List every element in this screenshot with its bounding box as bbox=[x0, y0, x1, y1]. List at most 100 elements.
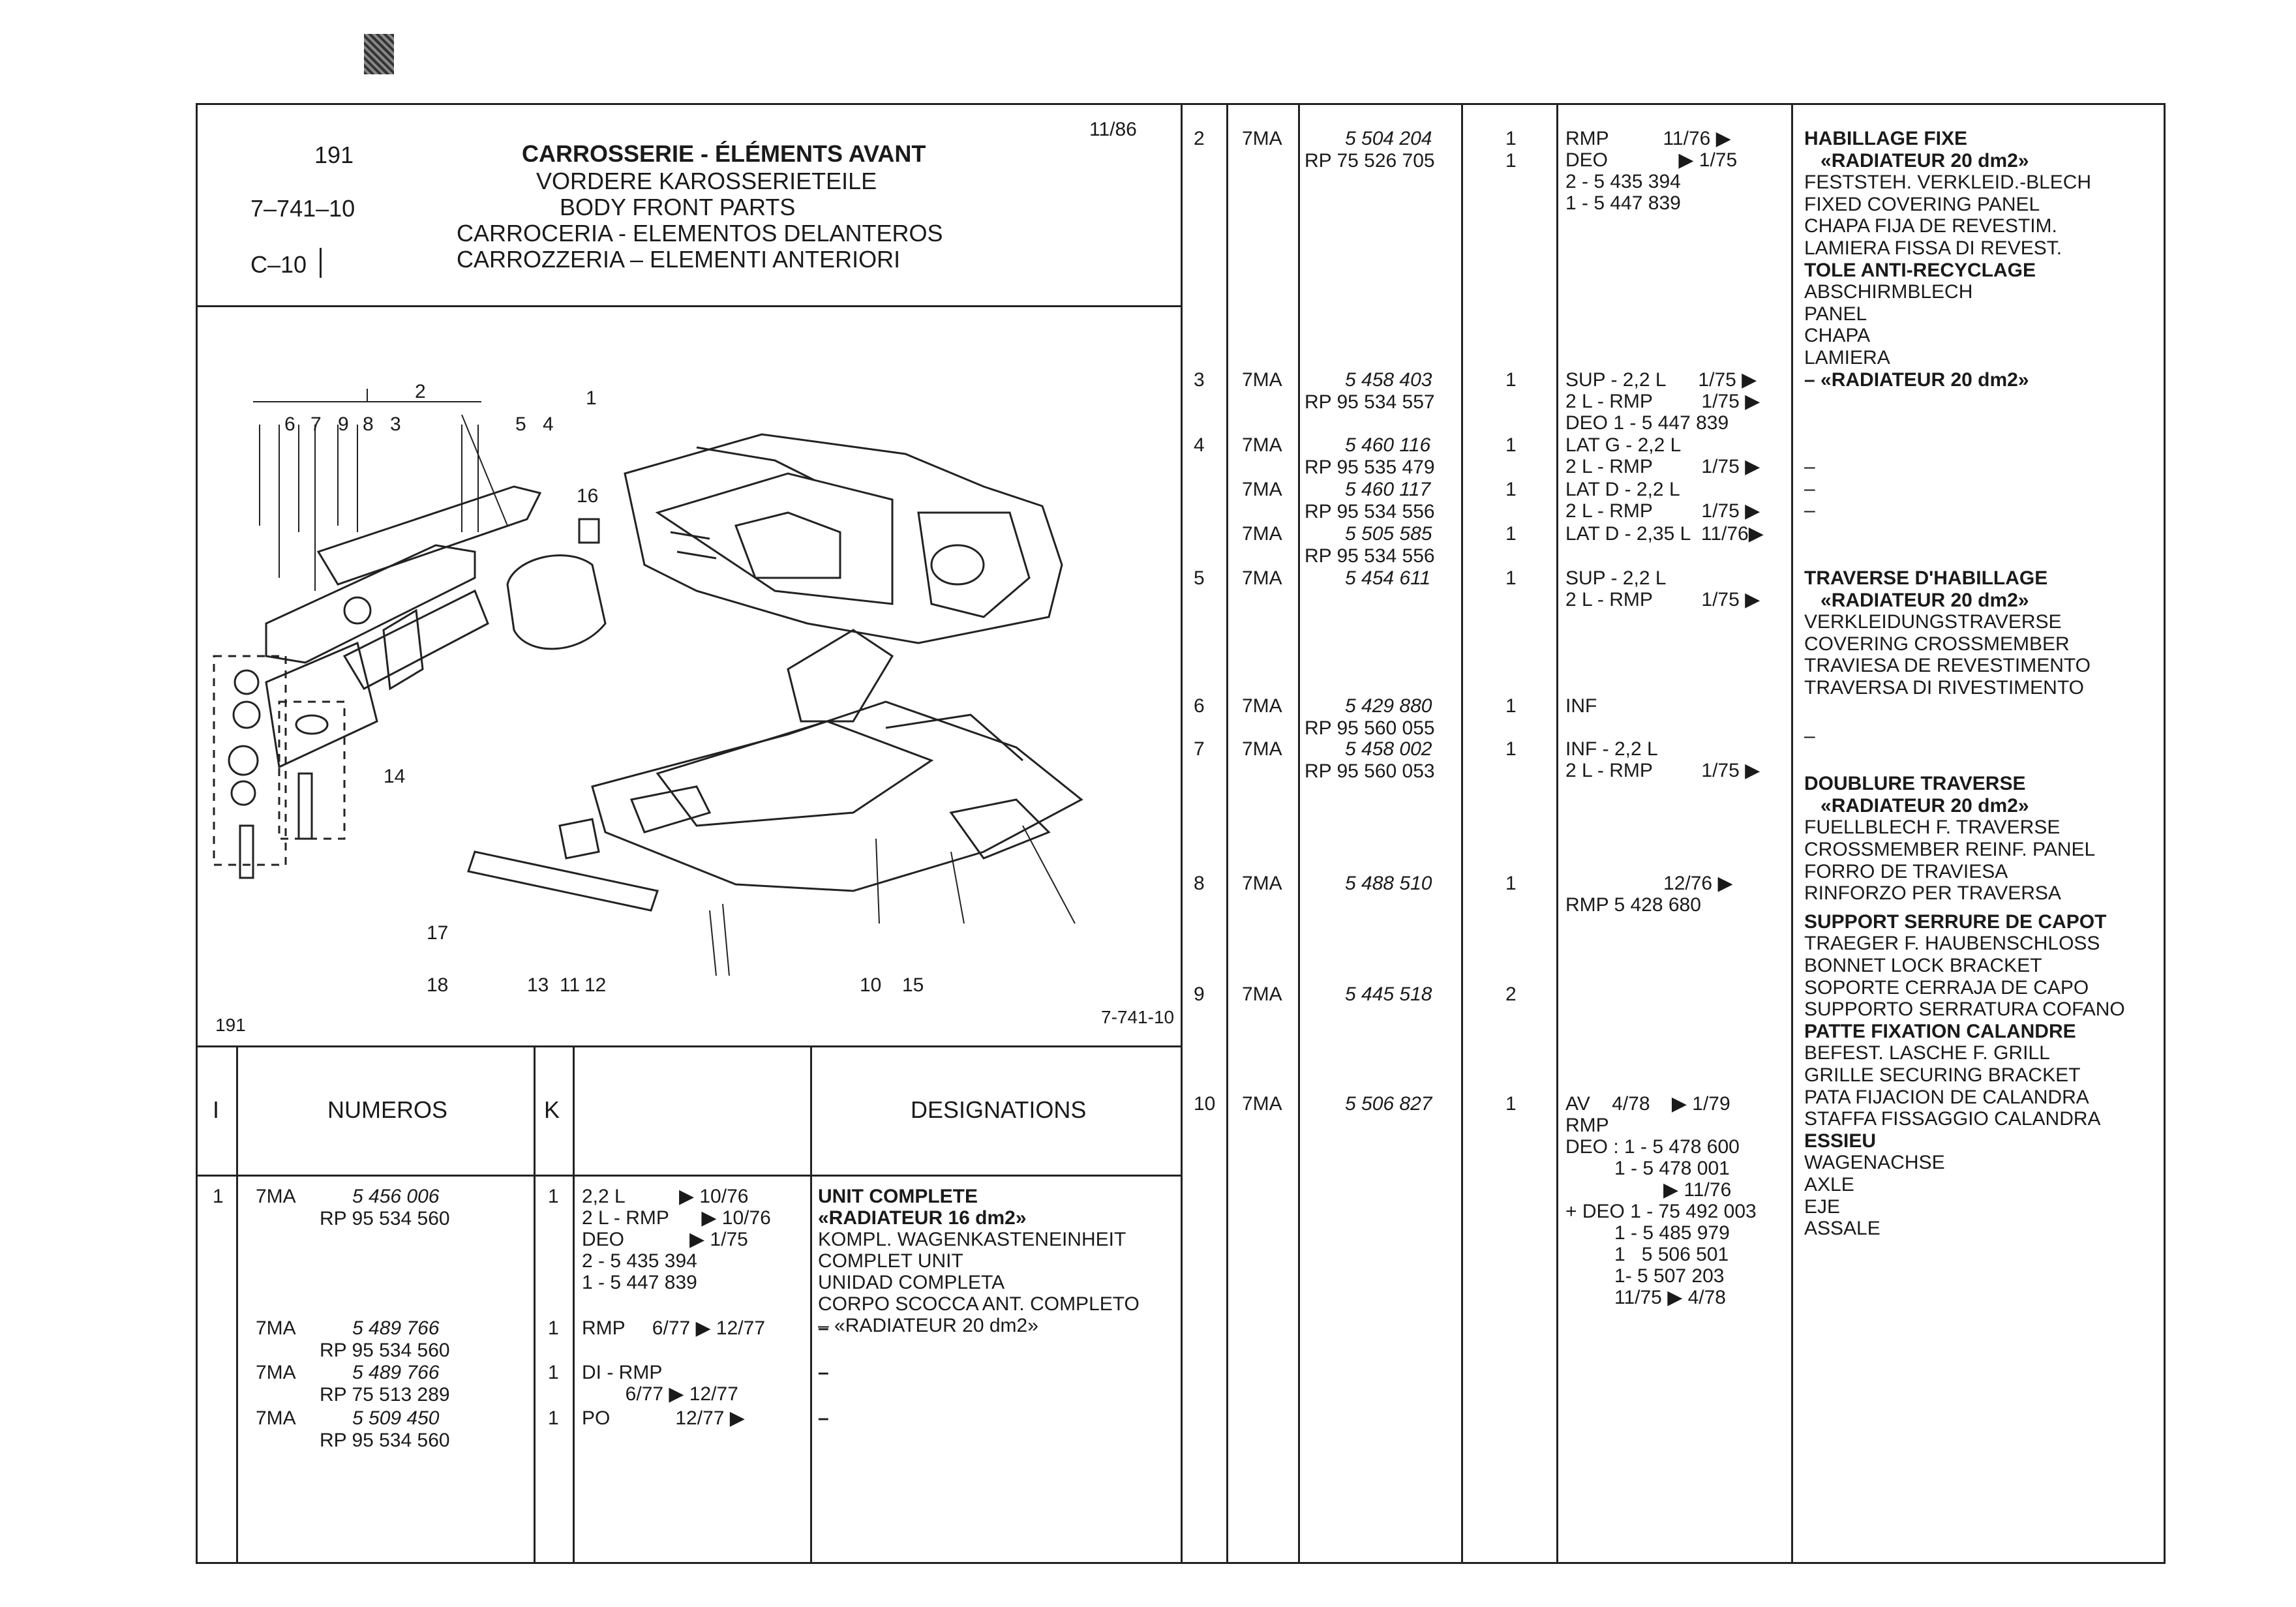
rcol-qty-left-border bbox=[1461, 103, 1463, 1564]
wheel-arch bbox=[506, 554, 607, 650]
rrow-model: 7MA bbox=[1242, 523, 1282, 545]
rrow-condition: 11/75 ▶ 4/78 bbox=[1565, 1287, 1726, 1308]
rrow-qty: 2 bbox=[1505, 984, 1517, 1005]
header-date: 11/86 bbox=[1089, 119, 1137, 140]
callout-16: 16 bbox=[577, 485, 599, 507]
rrow-condition: 2 L - RMP 1/75 ▶ bbox=[1565, 500, 1760, 522]
row-rp-number: RP 95 534 560 bbox=[320, 1430, 450, 1451]
rrow-condition: 1 - 5 478 001 bbox=[1565, 1158, 1730, 1179]
row-part-number: 5 489 766 bbox=[352, 1362, 440, 1383]
rcol-desig-left-border bbox=[1791, 103, 1793, 1564]
rrow-qty: 1 bbox=[1505, 1093, 1517, 1115]
rrow-qty: 1 bbox=[1505, 695, 1517, 717]
rrow-part-number: 5 505 585 bbox=[1345, 523, 1432, 545]
designation-line: FIXED COVERING PANEL bbox=[1804, 193, 2040, 215]
row-condition: PO 12/77 ▶ bbox=[582, 1407, 745, 1429]
col-numbers-header: NUMEROS bbox=[327, 1096, 448, 1123]
rrow-qty: 1 bbox=[1505, 873, 1517, 894]
title-fr: CARROSSERIE - ÉLÉMENTS AVANT bbox=[522, 140, 926, 167]
rrow-index: 8 bbox=[1194, 873, 1205, 894]
callout-5: 5 bbox=[515, 413, 526, 435]
row-qty: 1 bbox=[548, 1407, 559, 1429]
designation-line: CHAPA FIJA DE REVESTIM. bbox=[1804, 215, 2057, 237]
diagram-ref-label: 7-741-10 bbox=[1101, 1007, 1175, 1027]
designation-line: PATTE FIXATION CALANDRE bbox=[1804, 1020, 2076, 1042]
designation-line: ASSALE bbox=[1804, 1218, 1881, 1240]
rrow-condition: AV 4/78 ▶ 1/79 bbox=[1565, 1093, 1730, 1115]
callout-11: 11 bbox=[560, 974, 581, 996]
rrow-condition: 1- 5 507 203 bbox=[1565, 1265, 1725, 1287]
callout-4: 4 bbox=[543, 413, 554, 435]
row-model: 7MA bbox=[256, 1407, 296, 1429]
rrow-model: 7MA bbox=[1242, 434, 1282, 456]
designation-line: ESSIEU bbox=[1804, 1130, 1877, 1152]
designation-line: LAMIERA FISSA DI REVEST. bbox=[1804, 237, 2062, 259]
callout-8: 8 bbox=[363, 413, 374, 435]
col-idx-border bbox=[236, 1045, 238, 1564]
rrow-part-number: 5 506 827 bbox=[1345, 1093, 1432, 1115]
rcol-num-border bbox=[1298, 103, 1300, 1564]
designation-line: «RADIATEUR 20 dm2» bbox=[1804, 149, 2029, 172]
rrow-model: 7MA bbox=[1242, 128, 1282, 149]
down-arrow-icon bbox=[320, 248, 322, 278]
designation-line: SUPPORT SERRURE DE CAPOT bbox=[1804, 910, 2107, 933]
diagram-corner-number: 191 bbox=[215, 1015, 246, 1035]
exploded-view-diagram: 2 1 6 7 9 8 3 5 4 16 14 17 18 13 11 12 1… bbox=[201, 317, 1179, 1041]
designation-line: PATA FIJACION DE CALANDRA bbox=[1804, 1086, 2089, 1108]
row-designation: «RADIATEUR 16 dm2» bbox=[818, 1207, 1027, 1229]
row-condition: 1 - 5 447 839 bbox=[582, 1272, 697, 1293]
rrow-part-number: 5 460 117 bbox=[1345, 479, 1431, 500]
designation-line: CHAPA bbox=[1804, 325, 1871, 347]
rrow-condition: LAT D - 2,35 L 11/76▶ bbox=[1565, 523, 1764, 545]
rrow-index: 5 bbox=[1194, 567, 1205, 589]
designation-line: HABILLAGE FIXE bbox=[1804, 128, 1968, 149]
row-rp-number: RP 75 513 289 bbox=[320, 1384, 450, 1405]
rrow-index: 9 bbox=[1194, 984, 1205, 1005]
corner-stamp-icon bbox=[364, 34, 394, 74]
designation-line: LAMIERA bbox=[1804, 347, 1890, 368]
row-condition: RMP 6/77 ▶ 12/77 bbox=[582, 1317, 766, 1339]
rrow-condition: DEO ▶ 1/75 bbox=[1565, 149, 1738, 171]
designation-line: «RADIATEUR 20 dm2» bbox=[1804, 794, 2029, 817]
rrow-rp-number: RP 95 534 556 bbox=[1305, 501, 1435, 522]
designation-line: – «RADIATEUR 20 dm2» bbox=[1804, 368, 2029, 391]
designation-line: GRILLE SECURING BRACKET bbox=[1804, 1064, 2081, 1086]
rrow-condition: LAT D - 2,2 L bbox=[1565, 479, 1680, 500]
designation-line: WAGENACHSE bbox=[1804, 1152, 1945, 1174]
rcol-qty-right-border bbox=[1556, 103, 1558, 1564]
lower-crossmember bbox=[467, 850, 659, 912]
rrow-model: 7MA bbox=[1242, 1093, 1282, 1115]
title-es: CARROCERIA - ELEMENTOS DELANTEROS bbox=[457, 220, 943, 247]
designation-line: – bbox=[1804, 500, 1815, 522]
designation-line: STAFFA FISSAGGIO CALANDRA bbox=[1804, 1108, 2101, 1130]
rrow-qty: 1 bbox=[1505, 523, 1517, 545]
callout-1: 1 bbox=[586, 387, 597, 409]
rrow-condition: 1 - 5 485 979 bbox=[1565, 1222, 1730, 1244]
ref-code: 7–741–10 bbox=[250, 195, 355, 222]
rrow-condition: 2 L - RMP 1/75 ▶ bbox=[1565, 456, 1760, 477]
rrow-model: 7MA bbox=[1242, 873, 1282, 894]
designation-line: – bbox=[1804, 456, 1815, 478]
rrow-condition: INF bbox=[1565, 695, 1597, 717]
callout-15: 15 bbox=[902, 974, 924, 996]
rrow-qty: 1 bbox=[1505, 369, 1517, 391]
rrow-model: 7MA bbox=[1242, 369, 1282, 391]
rrow-index: 6 bbox=[1194, 695, 1205, 717]
row-part-number: 5 456 006 bbox=[352, 1186, 440, 1207]
rrow-index: 4 bbox=[1194, 434, 1205, 456]
rrow-qty: 1 bbox=[1505, 434, 1517, 456]
designation-line: TRAEGER F. HAUBENSCHLOSS bbox=[1804, 933, 2100, 955]
row-index: 1 bbox=[213, 1186, 224, 1207]
row-condition: 2 - 5 435 394 bbox=[582, 1250, 697, 1272]
title-it: CARROZZERIA – ELEMENTI ANTERIORI bbox=[457, 246, 901, 273]
rrow-rp-number: RP 75 526 705 bbox=[1305, 150, 1435, 172]
rrow-model: 7MA bbox=[1242, 738, 1282, 760]
row-designation: KOMPL. WAGENKASTENEINHEIT bbox=[818, 1229, 1126, 1250]
rrow-part-number: 5 460 116 bbox=[1345, 434, 1431, 456]
row-qty: 1 bbox=[548, 1186, 559, 1207]
row-designation: – bbox=[818, 1362, 829, 1383]
row-qty: 1 bbox=[548, 1317, 559, 1339]
row-condition: DEO ▶ 1/75 bbox=[582, 1229, 748, 1250]
rrow-condition: 2 - 5 435 394 bbox=[1565, 171, 1681, 192]
designation-line: FESTSTEH. VERKLEID.-BLECH bbox=[1804, 172, 2092, 194]
